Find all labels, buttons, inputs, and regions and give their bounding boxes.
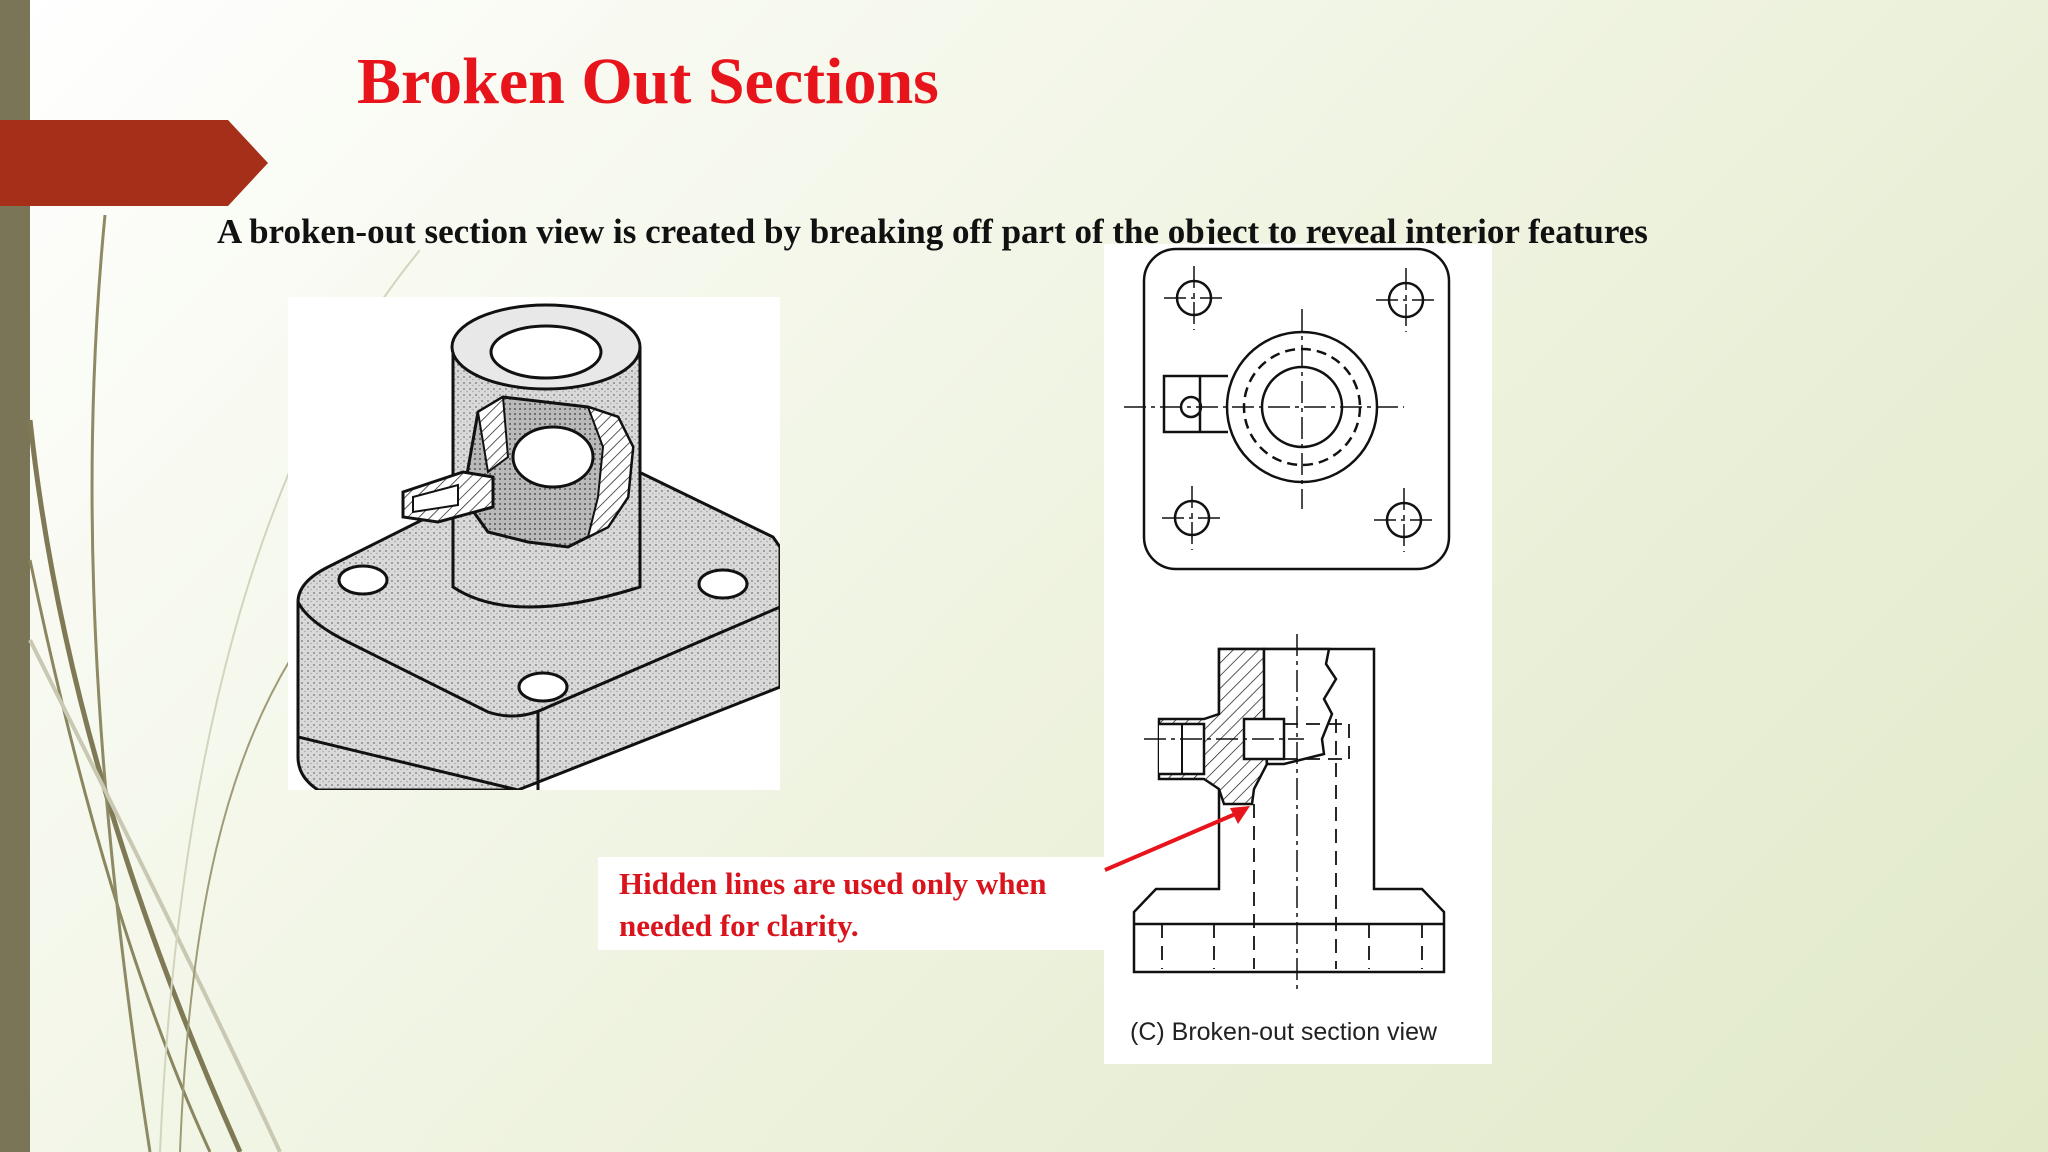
- callout-line-2: needed for clarity.: [619, 908, 859, 943]
- decorative-curves: [27, 214, 420, 1152]
- callout-pointer-arrow: [1104, 806, 1250, 872]
- slide-title: Broken Out Sections: [357, 45, 939, 118]
- orthographic-views-drawing: (C) Broken-out section view: [1104, 244, 1492, 1064]
- hidden-lines-callout: Hidden lines are used only when needed f…: [598, 857, 1104, 950]
- callout-line-1: Hidden lines are used only when: [619, 866, 1047, 901]
- figure-caption: (C) Broken-out section view: [1130, 1018, 1438, 1046]
- title-accent-arrow: [0, 120, 268, 206]
- isometric-part-drawing: [288, 297, 780, 790]
